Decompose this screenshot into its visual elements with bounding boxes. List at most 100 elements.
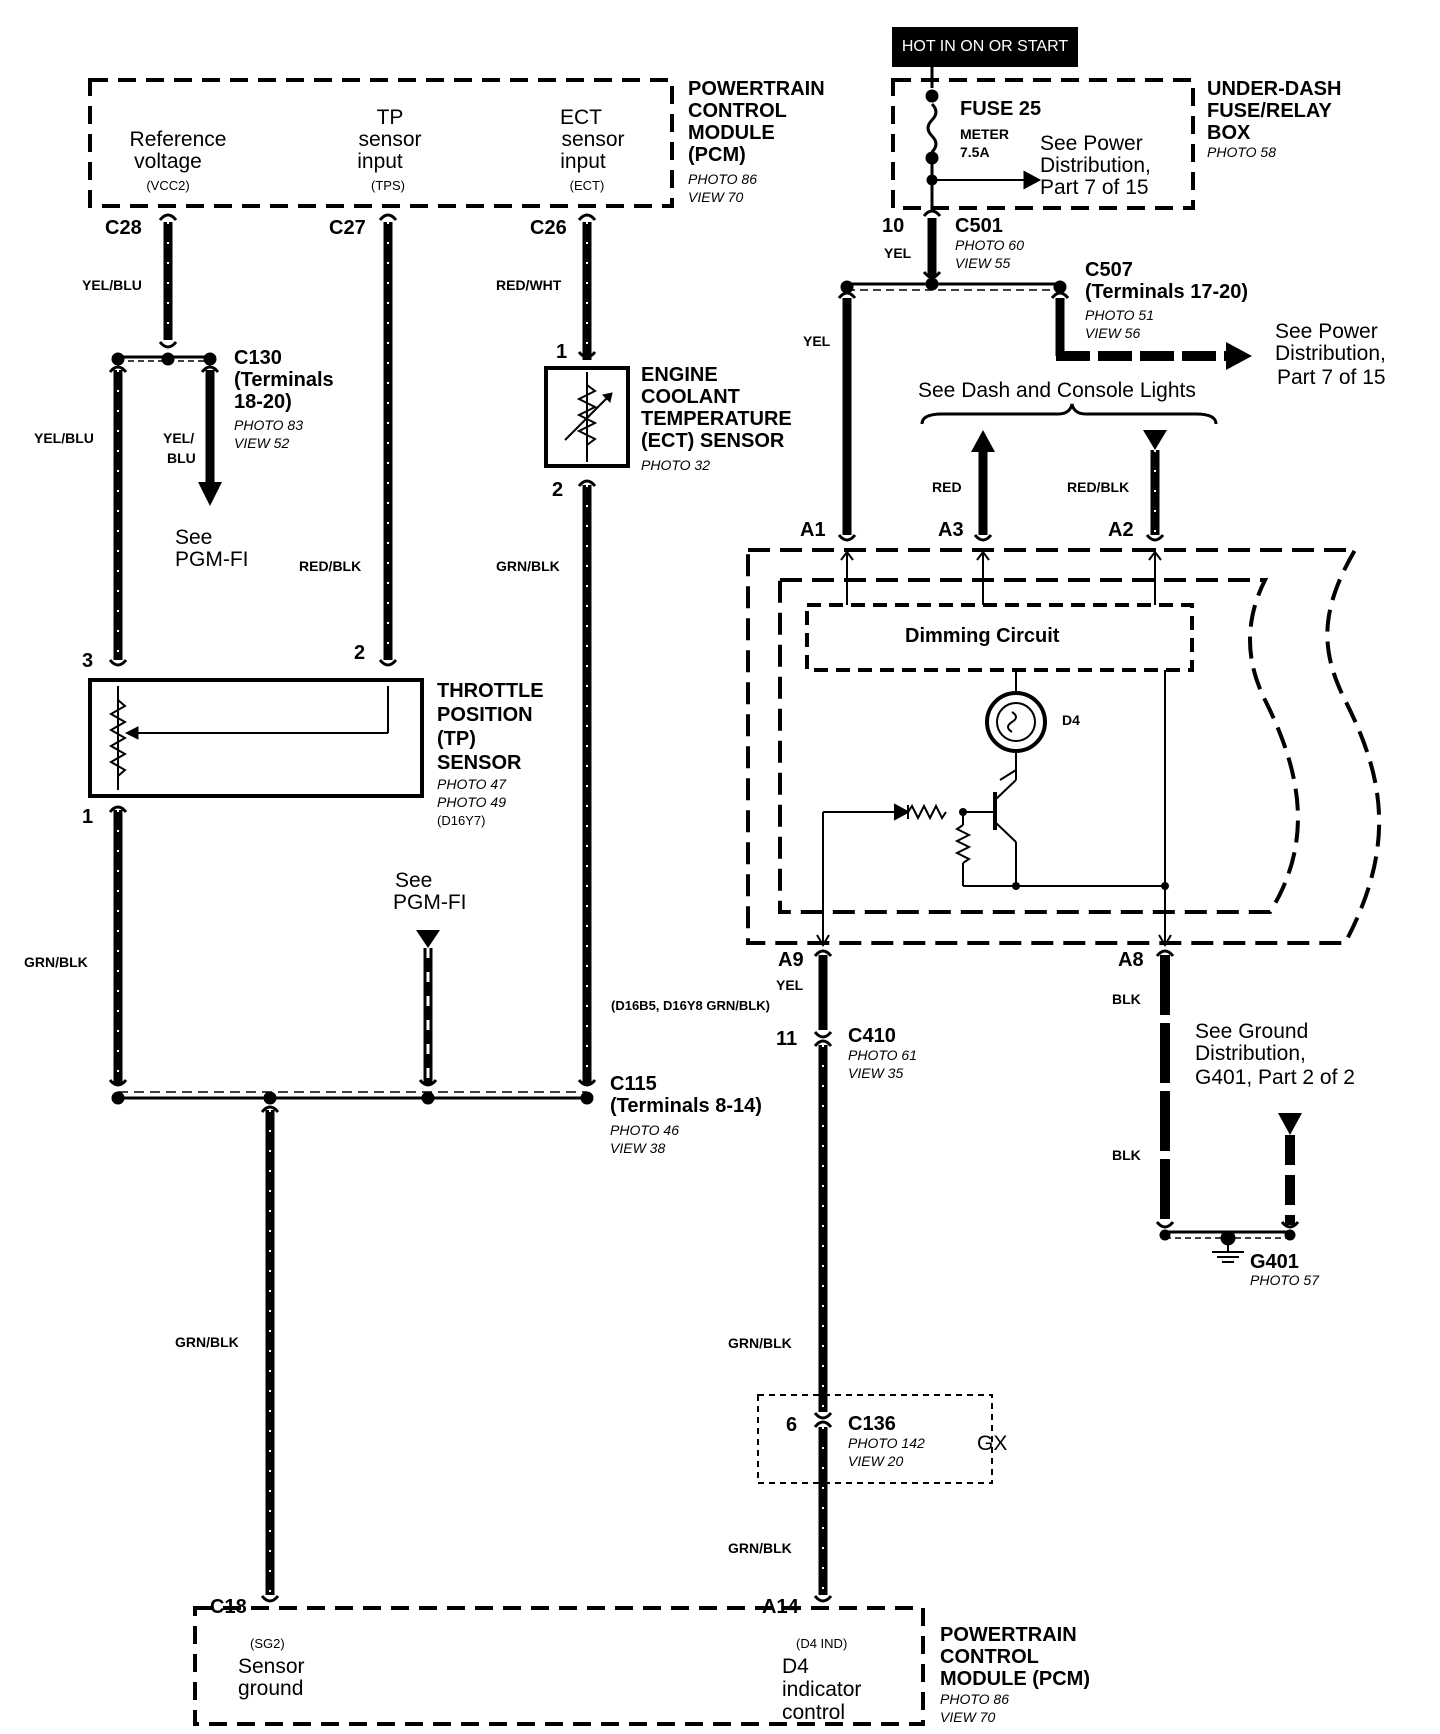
wire-blk-a8-label: BLK <box>1112 991 1141 1007</box>
c410-view: VIEW 35 <box>848 1065 904 1081</box>
wire-yel-a1-label: YEL <box>803 333 831 349</box>
wire-c130-pgmfi <box>198 370 222 506</box>
a14-label: A14 <box>762 1596 799 1618</box>
fuse-relay-box <box>891 78 1195 210</box>
ect-input-label-2: sensor <box>561 128 625 151</box>
ref-voltage-label-1: Reference <box>129 128 227 151</box>
ect-input-label-1: ECT <box>560 106 602 129</box>
a2-label: A2 <box>1108 519 1134 541</box>
c136-view: VIEW 20 <box>848 1453 904 1469</box>
d16-note: (D16B5, D16Y8 GRN/BLK) <box>611 998 770 1013</box>
pcm-top-title-2: CONTROL <box>688 100 787 122</box>
c28-label: C28 <box>105 217 142 239</box>
pcm-bottom-title-3: MODULE (PCM) <box>940 1668 1090 1690</box>
pcm-bottom-view: VIEW 70 <box>940 1709 996 1725</box>
ect-title-3: TEMPERATURE <box>641 408 792 430</box>
dimming-leads <box>840 548 1162 605</box>
wire-yel-blu-c2-label: BLU <box>167 450 196 466</box>
wire-grn-blk-ect-label: GRN/BLK <box>496 558 560 574</box>
wire-red-wht-label: RED/WHT <box>496 277 562 293</box>
ref-voltage-label-2: voltage <box>134 150 202 173</box>
d4-control-1: D4 <box>782 1655 809 1678</box>
pcm-bottom-title-1: POWERTRAIN <box>940 1624 1077 1646</box>
sensor-ground-2: ground <box>238 1677 304 1700</box>
c507-view: VIEW 56 <box>1085 325 1141 341</box>
wire-blk-g401-label: BLK <box>1112 1147 1141 1163</box>
wire-yel-blu-c1-label: YEL/ <box>163 430 195 446</box>
connector-pin-markers <box>108 209 1300 1603</box>
hot-in-on-or-start-label: HOT IN ON OR START <box>892 27 1078 67</box>
d4-control-3: control <box>782 1701 846 1724</box>
wire-red-blk-a2-label: RED/BLK <box>1067 479 1130 495</box>
tp-sensor-symbol <box>88 678 424 798</box>
fuse-box-title-1: UNDER-DASH <box>1207 78 1342 100</box>
tp-title-4: SENSOR <box>437 752 522 774</box>
sensor-ground-1: Sensor <box>238 1655 305 1678</box>
see-ground-2: Distribution, <box>1195 1042 1306 1065</box>
tp-pin1-label: 1 <box>82 806 94 828</box>
c130-terms-1: (Terminals <box>234 369 334 391</box>
pcm-bottom-photo: PHOTO 86 <box>940 1691 1009 1707</box>
a8-label: A8 <box>1118 949 1144 971</box>
pcm-top-box <box>88 78 674 208</box>
see-power-r-1: See Power <box>1275 320 1378 343</box>
c507-connector <box>840 277 1067 294</box>
c130-terms-2: 18-20) <box>234 391 292 413</box>
wire-grn-blk-gnd-label: GRN/BLK <box>175 1334 239 1350</box>
wire-yel-blu-a-label: YEL/BLU <box>82 277 142 293</box>
see-pgmfi-b-1: See <box>395 869 433 892</box>
see-dash-lights: See Dash and Console Lights <box>918 379 1196 402</box>
ect-title-4: (ECT) SENSOR <box>641 430 785 452</box>
tp-photo-2: PHOTO 49 <box>437 794 506 810</box>
g401-label: G401 <box>1250 1251 1299 1273</box>
g401-ground <box>1159 1229 1296 1263</box>
c130-connector <box>111 352 217 366</box>
see-ground-1: See Ground <box>1195 1020 1309 1043</box>
tp-title-1: THROTTLE <box>437 680 544 702</box>
c507-label: C507 <box>1085 259 1133 281</box>
wire-red-blk-a2 <box>1143 430 1167 535</box>
tp-variant: (D16Y7) <box>437 813 486 828</box>
c507-photo: PHOTO 51 <box>1085 307 1154 323</box>
a1-label: A1 <box>800 519 826 541</box>
tp-photo-1: PHOTO 47 <box>437 776 506 792</box>
wire-red-a3-label: RED <box>932 479 962 495</box>
fuse-box-title-2: FUSE/RELAY <box>1207 100 1332 122</box>
c410-label: C410 <box>848 1025 896 1047</box>
dimming-circuit-box <box>805 603 1194 672</box>
sg2-code: (SG2) <box>250 1636 285 1651</box>
fuse-see-power-1: See Power <box>1040 132 1143 155</box>
pcm-top-title-1: POWERTRAIN <box>688 78 825 100</box>
ect-title-1: ENGINE <box>641 364 718 386</box>
c501-pin-label: 10 <box>882 215 905 237</box>
c115-view: VIEW 38 <box>610 1140 666 1156</box>
pcm-top-title-4: (PCM) <box>688 144 746 166</box>
see-pgmfi-b-2: PGM-FI <box>393 891 467 914</box>
c501-photo: PHOTO 60 <box>955 237 1024 253</box>
fuse-box-title-3: BOX <box>1207 122 1251 144</box>
see-pgmfi-a-2: PGM-FI <box>175 548 249 571</box>
c18-label: C18 <box>210 1596 247 1618</box>
c130-photo: PHOTO 83 <box>234 417 303 433</box>
wire-grn-blk-c136-label: GRN/BLK <box>728 1540 792 1556</box>
ect-sensor-symbol <box>544 366 630 468</box>
c501-view: VIEW 55 <box>955 255 1011 271</box>
tp-input-label-2: sensor <box>358 128 422 151</box>
fuse-see-power-2: Distribution, <box>1040 154 1151 177</box>
c507-terms: (Terminals 17-20) <box>1085 281 1249 303</box>
wire-c507-power <box>1055 298 1252 370</box>
see-ground-3: G401, Part 2 of 2 <box>1195 1066 1355 1089</box>
ect-pin2-label: 2 <box>552 479 564 501</box>
tp-title-3: (TP) <box>437 728 476 750</box>
c115-photo: PHOTO 46 <box>610 1122 679 1138</box>
tp-input-code: (TPS) <box>371 178 405 193</box>
d4-label: D4 <box>1062 712 1080 728</box>
c136-gx-label: GX <box>977 1432 1008 1455</box>
see-pgmfi-a-1: See <box>175 526 213 549</box>
c130-label: C130 <box>234 347 282 369</box>
tp-pin2-label: 2 <box>354 642 366 664</box>
a9-label: A9 <box>778 949 804 971</box>
wire-yel-a9-label: YEL <box>776 977 804 993</box>
ect-input-label-3: input <box>560 150 606 173</box>
